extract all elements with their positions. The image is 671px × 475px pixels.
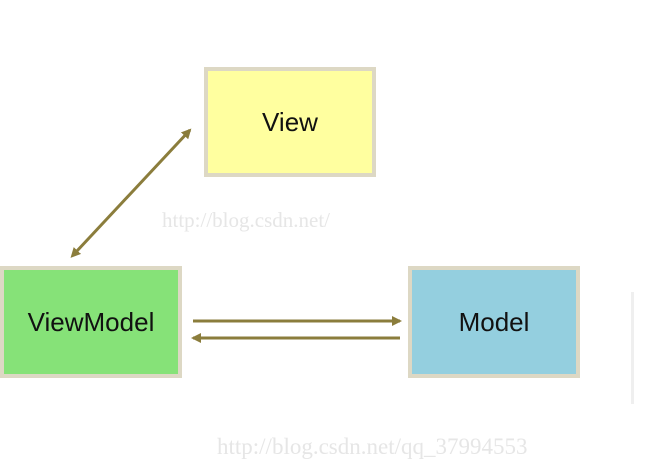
divider-line <box>631 292 634 404</box>
viewmodel-node-label: ViewModel <box>27 306 155 337</box>
model-node-label: Model <box>458 306 530 337</box>
view-viewmodel-arrow <box>70 128 192 258</box>
view-node: View <box>204 67 376 177</box>
view-node-label: View <box>262 106 318 137</box>
watermark-bottom: http://blog.csdn.net/qq_37994553 <box>217 434 528 459</box>
viewmodel-node: ViewModel <box>0 266 182 378</box>
model-node: Model <box>408 266 580 378</box>
watermark-top: http://blog.csdn.net/ <box>162 208 330 232</box>
